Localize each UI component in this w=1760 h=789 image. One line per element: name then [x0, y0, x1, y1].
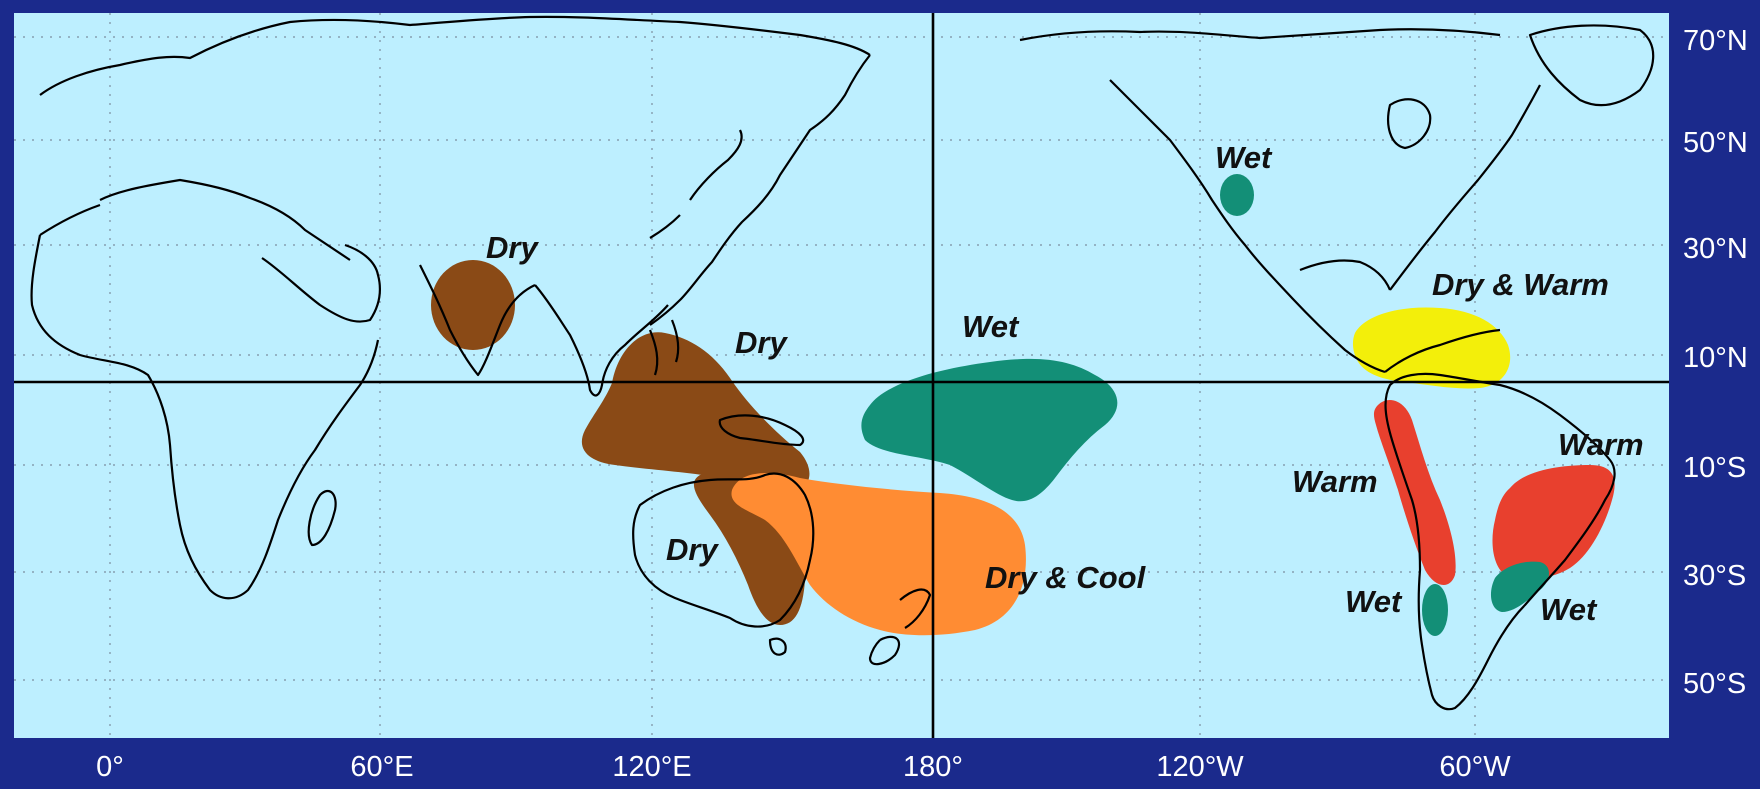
region-dry-india: [431, 260, 515, 350]
lat-label: 50°N: [1683, 127, 1748, 159]
label-warm-west-sa: Warm: [1292, 464, 1378, 499]
graticule: [14, 13, 1669, 738]
lon-label: 120°E: [612, 751, 691, 783]
lat-label: 10°N: [1683, 342, 1748, 374]
label-dry-india: Dry: [486, 230, 539, 265]
label-wet-central-pacific: Wet: [962, 309, 1020, 344]
lat-label: 50°S: [1683, 668, 1746, 700]
lat-label: 30°N: [1683, 233, 1748, 265]
lon-label: 0°: [96, 751, 124, 783]
region-dry-indonesia: [581, 332, 810, 494]
lon-label: 60°W: [1439, 751, 1511, 783]
longitude-labels: 0° 60°E 120°E 180° 120°W 60°W: [96, 751, 1511, 783]
region-wet-argentina: [1490, 561, 1549, 612]
region-warm-east-sa: [1492, 465, 1615, 580]
lat-label: 70°N: [1683, 25, 1748, 57]
region-wet-central-pacific: [861, 358, 1118, 502]
coastlines: [30, 15, 1655, 711]
label-warm-east-sa: Warm: [1558, 427, 1644, 462]
label-wet-argentina: Wet: [1540, 592, 1598, 627]
label-dry-warm: Dry & Warm: [1432, 267, 1609, 302]
latitude-labels: 70°N 50°N 30°N 10°N 10°S 30°S 50°S: [1683, 25, 1748, 700]
region-wet-chile: [1422, 584, 1448, 636]
label-wet-chile: Wet: [1345, 584, 1403, 619]
label-wet-north-america: Wet: [1215, 140, 1273, 175]
lon-label: 180°: [903, 751, 963, 783]
label-dry-indonesia: Dry: [735, 325, 788, 360]
region-labels: Dry Dry Dry Wet Dry & Cool Wet Dry & War…: [486, 140, 1644, 627]
lon-label: 60°E: [350, 751, 413, 783]
region-wet-north-america: [1220, 174, 1254, 216]
label-dry-cool: Dry & Cool: [985, 560, 1147, 595]
lat-label: 30°S: [1683, 560, 1746, 592]
lon-label: 120°W: [1156, 751, 1244, 783]
label-dry-australia: Dry: [666, 532, 719, 567]
lat-label: 10°S: [1683, 452, 1746, 484]
region-dry-cool: [731, 473, 1026, 636]
